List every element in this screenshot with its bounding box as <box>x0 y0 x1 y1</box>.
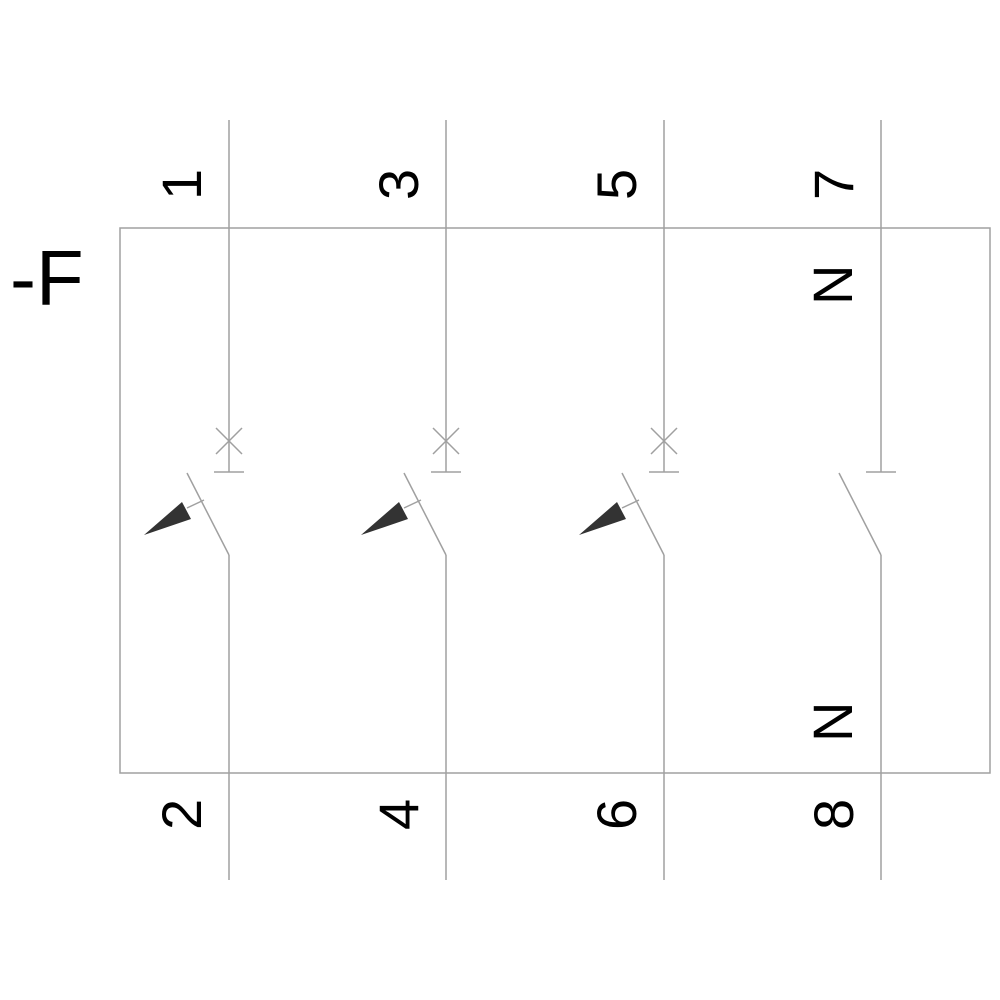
neutral-label-top: N <box>801 265 864 305</box>
actuator-link <box>621 499 640 509</box>
terminal-label-top: 5 <box>585 169 648 200</box>
terminal-label-bottom: 6 <box>585 799 648 830</box>
terminal-label-top: 1 <box>150 169 213 200</box>
device-designation: -F <box>10 234 84 322</box>
device-enclosure <box>119 227 991 774</box>
trip-cross-b <box>215 427 243 455</box>
trip-arrow-icon <box>144 502 191 535</box>
actuator-link <box>186 499 205 509</box>
actuator-link <box>403 499 422 509</box>
trip-arrow-icon <box>579 502 626 535</box>
terminal-label-bottom: 2 <box>150 799 213 830</box>
terminal-label-bottom: 4 <box>367 799 430 830</box>
trip-cross-b <box>650 427 678 455</box>
terminal-label-bottom: 8 <box>802 799 865 830</box>
switch-blade <box>403 472 447 556</box>
neutral-label-bottom: N <box>801 702 864 742</box>
trip-cross-b <box>432 427 460 455</box>
switch-blade <box>838 472 882 556</box>
terminal-label-top: 7 <box>802 169 865 200</box>
terminal-label-top: 3 <box>367 169 430 200</box>
trip-arrow-icon <box>361 502 408 535</box>
switch-blade <box>186 472 230 556</box>
switch-blade <box>621 472 665 556</box>
